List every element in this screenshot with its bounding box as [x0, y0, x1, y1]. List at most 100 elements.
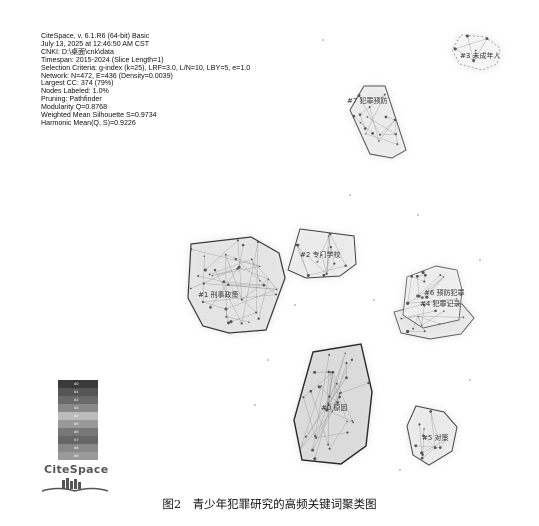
keyword-node[interactable]: [214, 269, 216, 271]
keyword-node[interactable]: [209, 274, 211, 276]
keyword-node[interactable]: [328, 396, 330, 398]
keyword-node[interactable]: [197, 275, 199, 277]
keyword-node[interactable]: [434, 446, 437, 449]
keyword-node[interactable]: [352, 421, 354, 423]
keyword-node[interactable]: [203, 282, 205, 284]
keyword-node[interactable]: [309, 390, 312, 393]
cluster-label[interactable]: #2 专门学校: [300, 250, 341, 259]
keyword-node[interactable]: [251, 258, 253, 260]
keyword-node[interactable]: [395, 133, 397, 135]
cluster-label[interactable]: #3 未成年人: [460, 51, 501, 60]
keyword-node[interactable]: [423, 428, 425, 430]
keyword-node[interactable]: [330, 372, 332, 374]
keyword-node[interactable]: [351, 359, 353, 361]
keyword-node[interactable]: [421, 271, 424, 274]
keyword-node[interactable]: [338, 396, 341, 399]
cluster-label[interactable]: #4 犯罪记录: [420, 299, 461, 308]
keyword-node[interactable]: [311, 449, 314, 452]
keyword-node[interactable]: [345, 376, 348, 379]
keyword-node[interactable]: [439, 446, 442, 449]
keyword-node[interactable]: [242, 244, 245, 247]
keyword-node[interactable]: [385, 116, 388, 119]
keyword-node[interactable]: [204, 268, 207, 271]
keyword-node[interactable]: [418, 423, 420, 425]
keyword-node[interactable]: [328, 354, 330, 356]
keyword-node[interactable]: [336, 383, 338, 385]
keyword-node[interactable]: [345, 362, 347, 364]
keyword-node[interactable]: [384, 94, 386, 96]
keyword-node[interactable]: [225, 316, 227, 318]
keyword-node[interactable]: [328, 235, 330, 237]
keyword-node[interactable]: [406, 302, 409, 305]
keyword-node[interactable]: [400, 318, 402, 320]
keyword-node[interactable]: [463, 316, 465, 318]
keyword-node[interactable]: [212, 275, 214, 277]
keyword-node[interactable]: [209, 306, 212, 309]
keyword-node[interactable]: [379, 134, 381, 136]
keyword-node[interactable]: [424, 330, 426, 332]
keyword-node[interactable]: [257, 241, 259, 243]
keyword-node[interactable]: [439, 274, 441, 276]
keyword-node[interactable]: [369, 106, 371, 108]
keyword-node[interactable]: [313, 371, 316, 374]
keyword-node[interactable]: [352, 115, 355, 118]
keyword-node[interactable]: [345, 352, 346, 353]
cluster-label[interactable]: #1 刑事政策: [198, 290, 239, 299]
keyword-node[interactable]: [416, 295, 419, 298]
keyword-node[interactable]: [302, 396, 304, 398]
keyword-node[interactable]: [202, 301, 204, 303]
keyword-node[interactable]: [422, 454, 424, 456]
keyword-node[interactable]: [367, 116, 369, 118]
keyword-node[interactable]: [332, 371, 335, 374]
keyword-node[interactable]: [340, 391, 342, 393]
keyword-node[interactable]: [313, 457, 316, 460]
keyword-node[interactable]: [410, 275, 413, 278]
keyword-node[interactable]: [224, 308, 227, 311]
keyword-node[interactable]: [257, 317, 259, 319]
keyword-node[interactable]: [263, 284, 266, 287]
keyword-node[interactable]: [378, 140, 380, 142]
keyword-node[interactable]: [360, 122, 362, 124]
keyword-node[interactable]: [396, 143, 398, 145]
keyword-node[interactable]: [429, 410, 432, 413]
keyword-node[interactable]: [344, 265, 347, 268]
keyword-node[interactable]: [307, 274, 310, 277]
keyword-node[interactable]: [323, 274, 326, 277]
keyword-node[interactable]: [230, 320, 233, 323]
keyword-node[interactable]: [421, 325, 422, 326]
cluster-label[interactable]: #7 犯罪预防: [347, 96, 388, 105]
keyword-node[interactable]: [305, 436, 307, 438]
keyword-node[interactable]: [434, 310, 437, 313]
keyword-node[interactable]: [314, 435, 316, 437]
keyword-node[interactable]: [236, 268, 238, 270]
keyword-node[interactable]: [259, 280, 261, 282]
keyword-node[interactable]: [255, 312, 257, 314]
keyword-node[interactable]: [275, 294, 277, 296]
keyword-node[interactable]: [466, 34, 469, 37]
keyword-node[interactable]: [225, 254, 227, 256]
keyword-node[interactable]: [365, 133, 366, 134]
keyword-node[interactable]: [227, 321, 230, 324]
keyword-node[interactable]: [346, 431, 348, 433]
keyword-node[interactable]: [190, 248, 192, 250]
cluster-label[interactable]: #6 预防犯罪: [424, 288, 465, 297]
keyword-node[interactable]: [394, 119, 396, 121]
keyword-node[interactable]: [371, 132, 374, 135]
cluster-label[interactable]: #0 原因: [321, 404, 348, 412]
keyword-node[interactable]: [417, 316, 418, 317]
keyword-node[interactable]: [295, 244, 297, 246]
keyword-node[interactable]: [359, 113, 362, 116]
keyword-node[interactable]: [237, 239, 239, 241]
keyword-node[interactable]: [443, 310, 445, 312]
keyword-node[interactable]: [222, 280, 225, 283]
keyword-node[interactable]: [346, 421, 347, 422]
keyword-node[interactable]: [416, 275, 419, 278]
keyword-node[interactable]: [412, 328, 414, 330]
keyword-node[interactable]: [327, 444, 329, 446]
keyword-node[interactable]: [351, 420, 353, 422]
keyword-node[interactable]: [241, 322, 243, 324]
keyword-node[interactable]: [330, 246, 332, 248]
keyword-node[interactable]: [423, 280, 425, 282]
keyword-node[interactable]: [329, 232, 332, 235]
keyword-node[interactable]: [364, 127, 367, 130]
